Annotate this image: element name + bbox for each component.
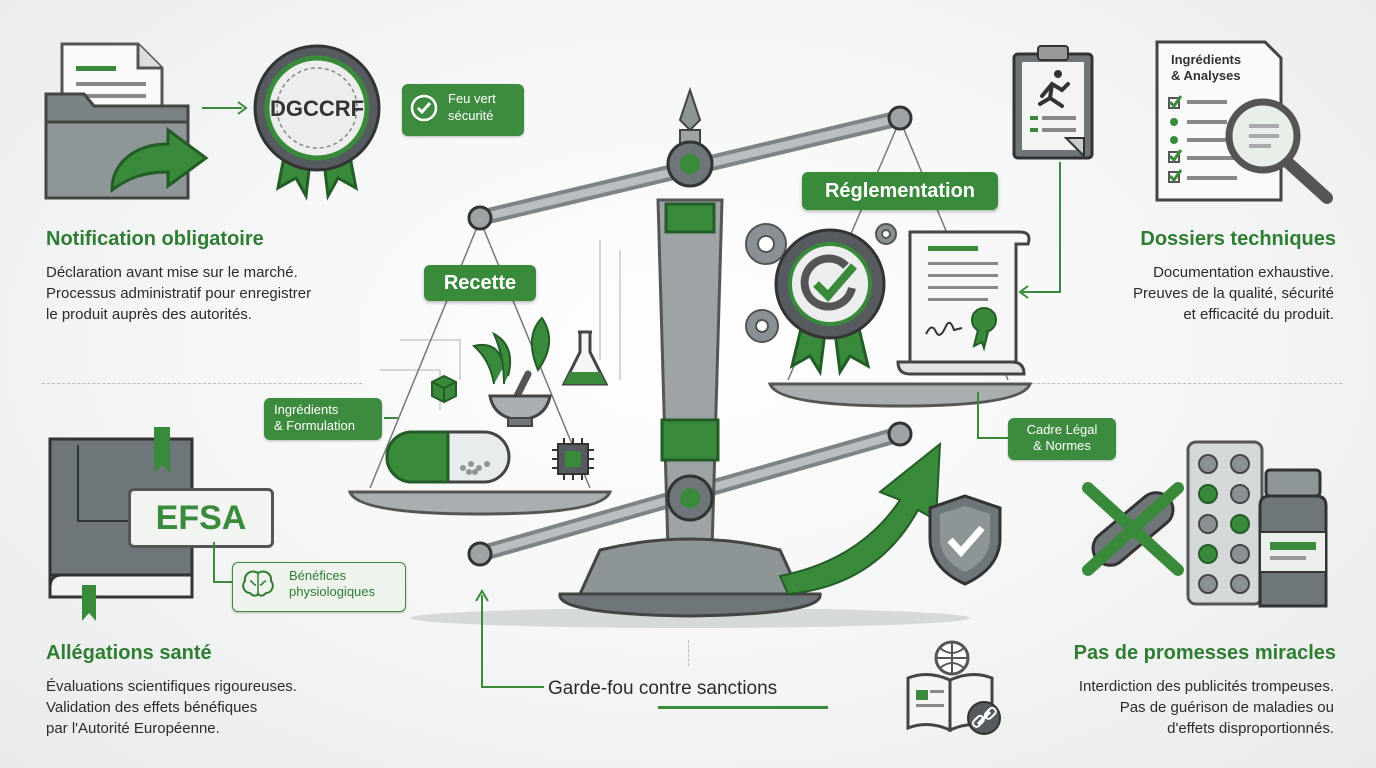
heading-notification: Notification obligatoire bbox=[46, 228, 264, 250]
capsule-icon bbox=[385, 430, 511, 484]
text-promesses: Interdiction des publicités trompeuses. … bbox=[1079, 676, 1334, 739]
connector-efsa bbox=[213, 542, 236, 583]
text-line: d'effets disproportionnés. bbox=[1167, 720, 1334, 737]
underline-garde-fou bbox=[658, 706, 828, 709]
blister-pack-icon bbox=[1186, 440, 1264, 606]
cube-icon bbox=[431, 374, 457, 404]
arrow-down-left-icon bbox=[1018, 162, 1061, 299]
text-line: le produit auprès des autorités. bbox=[46, 306, 252, 323]
brain-icon bbox=[242, 570, 274, 597]
text-line: et efficacité du produit. bbox=[1183, 306, 1334, 323]
chip-icon bbox=[552, 438, 594, 480]
text-line: Processus administratif pour enregistrer bbox=[46, 285, 312, 302]
connector-right-tag bbox=[977, 392, 1008, 439]
efsa-label-plate: EFSA bbox=[128, 488, 274, 548]
separator-right bbox=[1012, 383, 1342, 384]
separator-bottom bbox=[688, 640, 689, 666]
document-folder-icon bbox=[44, 42, 209, 200]
tag-benefices: Bénéfices physiologiques bbox=[232, 562, 406, 612]
text-dossiers: Documentation exhaustive. Preuves de la … bbox=[1133, 262, 1334, 325]
text-allegations: Évaluations scientifiques rigoureuses. V… bbox=[46, 676, 297, 739]
mortar-icon bbox=[488, 370, 552, 427]
scale-illustration bbox=[347, 86, 1033, 628]
connector-bottom bbox=[475, 589, 544, 688]
open-book-link-icon bbox=[906, 640, 1001, 735]
doc-title: Ingrédients & Analyses bbox=[1171, 52, 1241, 84]
text-line: Preuves de la qualité, sécurité bbox=[1133, 285, 1334, 302]
doc-title-line: & Analyses bbox=[1171, 68, 1241, 83]
text-line: Évaluations scientifiques rigoureuses. bbox=[46, 678, 297, 695]
tag-line: & Normes bbox=[1033, 438, 1091, 453]
certificate-icon bbox=[774, 228, 886, 377]
text-line: par l'Autorité Européenne. bbox=[46, 720, 220, 737]
tag-feu-vert-label: Feu vert sécurité bbox=[448, 91, 496, 123]
tag-cadre-legal: Cadre Légal & Normes bbox=[1008, 418, 1116, 460]
text-line: Déclaration avant mise sur le marché. bbox=[46, 264, 298, 281]
text-line: Pas de guérison de maladies ou bbox=[1119, 699, 1334, 716]
text-line: Documentation exhaustive. bbox=[1153, 264, 1334, 281]
arrow-right-icon bbox=[202, 101, 248, 115]
shield-check-icon bbox=[928, 494, 1002, 586]
heading-allegations: Allégations santé bbox=[46, 642, 212, 664]
tag-ingredients-formulation: Ingrédients & Formulation bbox=[264, 398, 382, 440]
book-icon bbox=[48, 427, 194, 621]
medicine-bottle-icon bbox=[1258, 468, 1328, 608]
text-line: Interdiction des publicités trompeuses. bbox=[1078, 678, 1334, 695]
heading-dossiers: Dossiers techniques bbox=[1140, 228, 1336, 250]
efsa-label: EFSA bbox=[155, 498, 247, 537]
seal-badge-icon bbox=[253, 44, 381, 201]
flask-icon bbox=[561, 330, 609, 386]
check-icon bbox=[410, 94, 438, 122]
tag-line: Bénéfices bbox=[289, 568, 347, 583]
badge-label: DGCCRF bbox=[269, 96, 365, 121]
tag-benefices-lines: Bénéfices physiologiques bbox=[289, 568, 375, 600]
tag-line: Ingrédients bbox=[274, 402, 339, 417]
doc-title-line: Ingrédients bbox=[1171, 52, 1242, 67]
label-garde-fou: Garde-fou contre sanctions bbox=[548, 678, 778, 699]
pill-crossed-icon bbox=[1082, 482, 1184, 576]
tag-line: physiologiques bbox=[289, 584, 376, 599]
clipboard-runner-icon bbox=[1012, 45, 1094, 160]
heading-promesses: Pas de promesses miracles bbox=[1073, 642, 1336, 664]
leaf-icon bbox=[471, 316, 550, 385]
text-line: Validation des effets bénéfiques bbox=[46, 699, 258, 716]
scroll-icon bbox=[896, 230, 1031, 376]
label-recette: Recette bbox=[424, 265, 536, 301]
tag-line: Cadre Légal bbox=[1026, 422, 1098, 437]
checklist-document-icon bbox=[1155, 40, 1333, 204]
connector-left-tag bbox=[384, 417, 398, 419]
tag-feu-vert: Feu vert sécurité bbox=[402, 84, 524, 136]
separator-left bbox=[42, 383, 362, 384]
tag-line: & Formulation bbox=[274, 418, 355, 433]
label-reglementation: Réglementation bbox=[802, 172, 998, 210]
text-notification: Déclaration avant mise sur le marché. Pr… bbox=[46, 262, 311, 325]
gear-icon bbox=[745, 223, 897, 343]
